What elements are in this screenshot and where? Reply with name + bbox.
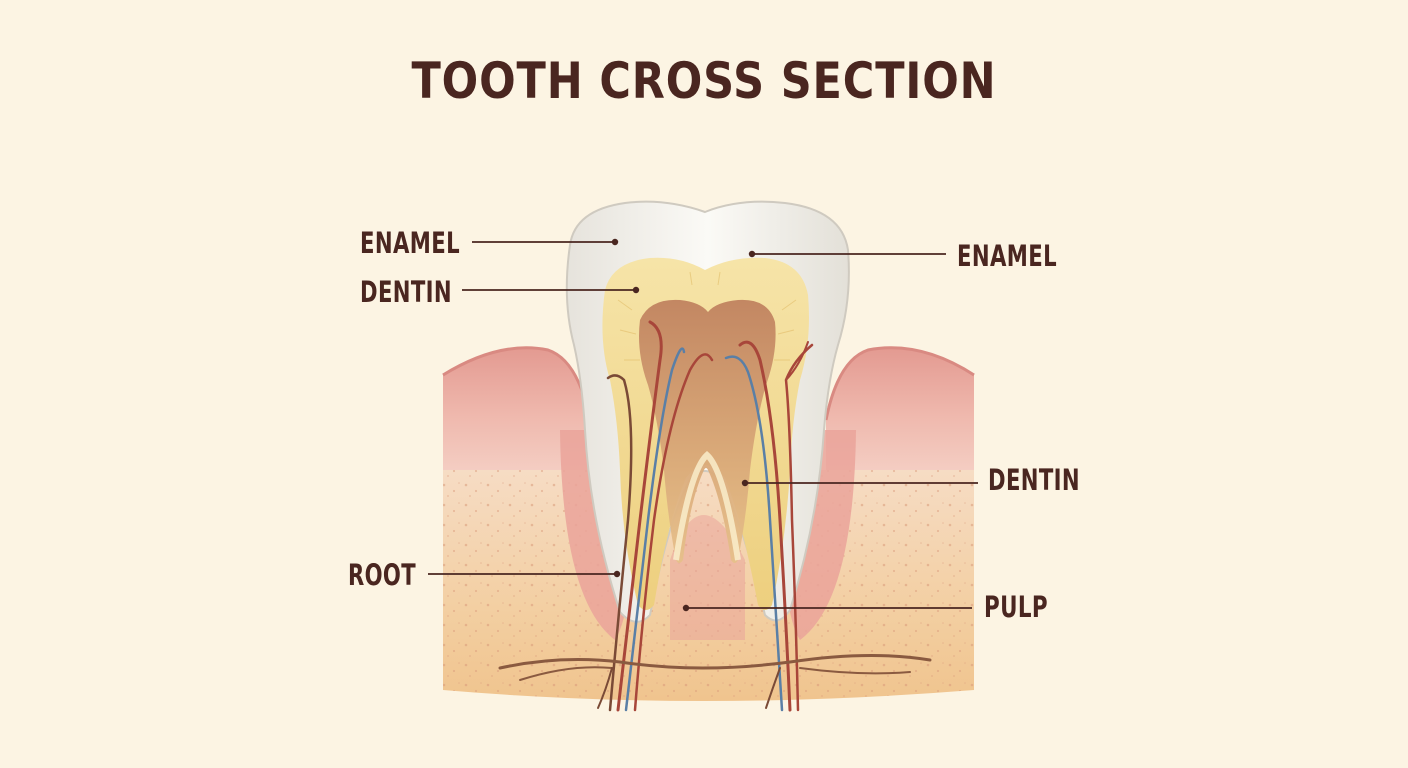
label-dentin-right: DENTIN bbox=[988, 463, 1080, 497]
label-dentin-left: DENTIN bbox=[360, 275, 452, 309]
label-root: ROOT bbox=[348, 558, 416, 592]
label-enamel-right: ENAMEL bbox=[957, 239, 1057, 273]
leader-lines bbox=[428, 238, 978, 612]
label-pulp: PULP bbox=[984, 590, 1048, 624]
diagram-title: TOOTH CROSS SECTION bbox=[411, 52, 997, 110]
label-enamel-left: ENAMEL bbox=[360, 226, 460, 260]
nerves-vessels bbox=[498, 320, 932, 712]
